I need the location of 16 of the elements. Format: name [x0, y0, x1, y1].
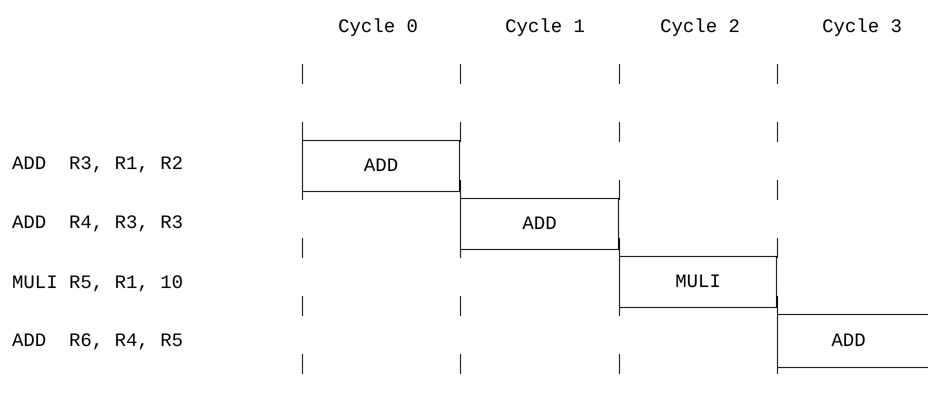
instruction-text: ADD R3, R1, R2: [12, 155, 184, 174]
pipeline-stage-box: [460, 198, 619, 250]
stage-label: ADD: [831, 332, 866, 350]
cycle-header: Cycle 2: [660, 18, 740, 37]
pipeline-stage-box: [302, 140, 460, 192]
instruction-text: MULI R5, R1, 10: [12, 274, 184, 293]
instruction-text: ADD R4, R3, R3: [12, 214, 184, 233]
stage-label: ADD: [364, 156, 398, 176]
cycle-header: Cycle 0: [338, 18, 418, 37]
stage-label: ADD: [522, 214, 557, 234]
cycle-header: Cycle 1: [505, 18, 585, 37]
stage-label: MULI: [675, 272, 721, 292]
pipeline-stage-box: [619, 256, 777, 308]
pipeline-stage-box: [777, 314, 928, 368]
instruction-text: ADD R6, R4, R5: [12, 332, 184, 351]
cycle-header: Cycle 3: [822, 18, 902, 37]
